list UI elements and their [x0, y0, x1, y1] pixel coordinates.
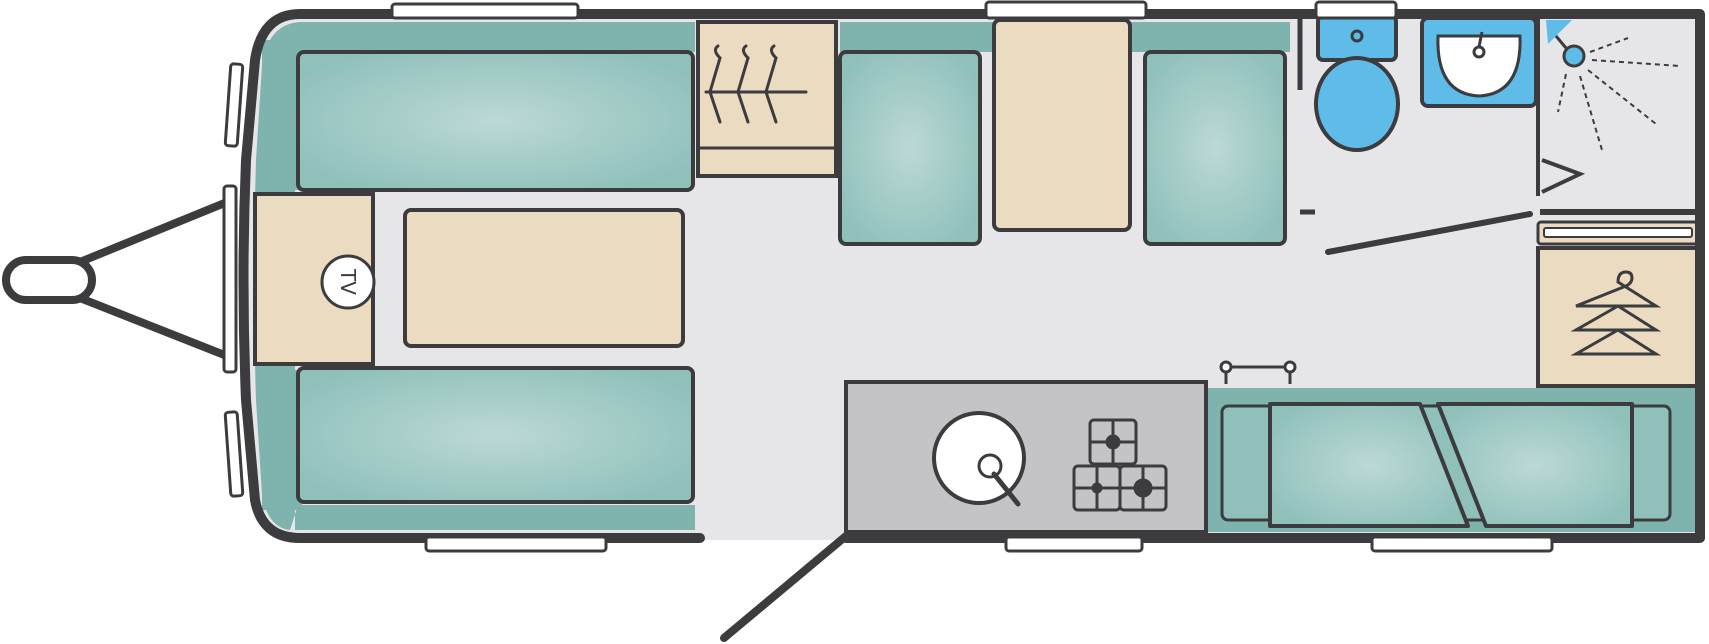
front-lounge-side — [262, 370, 302, 510]
window — [984, 0, 1148, 20]
hob-icon — [1072, 418, 1168, 512]
window — [390, 2, 580, 20]
hanger-icon — [1570, 270, 1662, 356]
hitch-icon — [2, 196, 236, 362]
rear-seat-right — [1436, 402, 1634, 528]
hanger-icon — [704, 44, 808, 124]
window — [424, 535, 608, 553]
sink-icon — [932, 411, 1026, 507]
tv-icon: TV — [320, 254, 376, 310]
window — [223, 410, 245, 498]
window — [222, 184, 238, 374]
front-lounge-side — [262, 40, 302, 190]
rear-seat-left — [1268, 402, 1470, 528]
fridge-handle — [1219, 360, 1297, 384]
kitchen-worktop — [844, 380, 1208, 534]
windows — [222, 0, 1554, 553]
washroom-door-icon — [1325, 211, 1533, 255]
washbasin-icon — [1420, 16, 1538, 108]
shower-icon — [1541, 20, 1681, 194]
dinette-seat-right — [1143, 50, 1287, 246]
window — [1004, 535, 1144, 553]
rear-wardrobe — [1536, 246, 1700, 388]
window — [1370, 535, 1554, 553]
front-table — [403, 208, 685, 348]
dinette-seat-left — [838, 50, 982, 246]
sofa-seat-offside — [296, 366, 695, 504]
toilet-icon — [1314, 14, 1400, 152]
door-icon — [720, 532, 850, 642]
tv-label: TV — [336, 268, 360, 295]
window — [223, 62, 245, 148]
sofa-seat-nearside — [296, 50, 695, 192]
dinette-table — [992, 18, 1132, 232]
window — [1314, 0, 1398, 20]
outer-walls — [238, 9, 1705, 543]
